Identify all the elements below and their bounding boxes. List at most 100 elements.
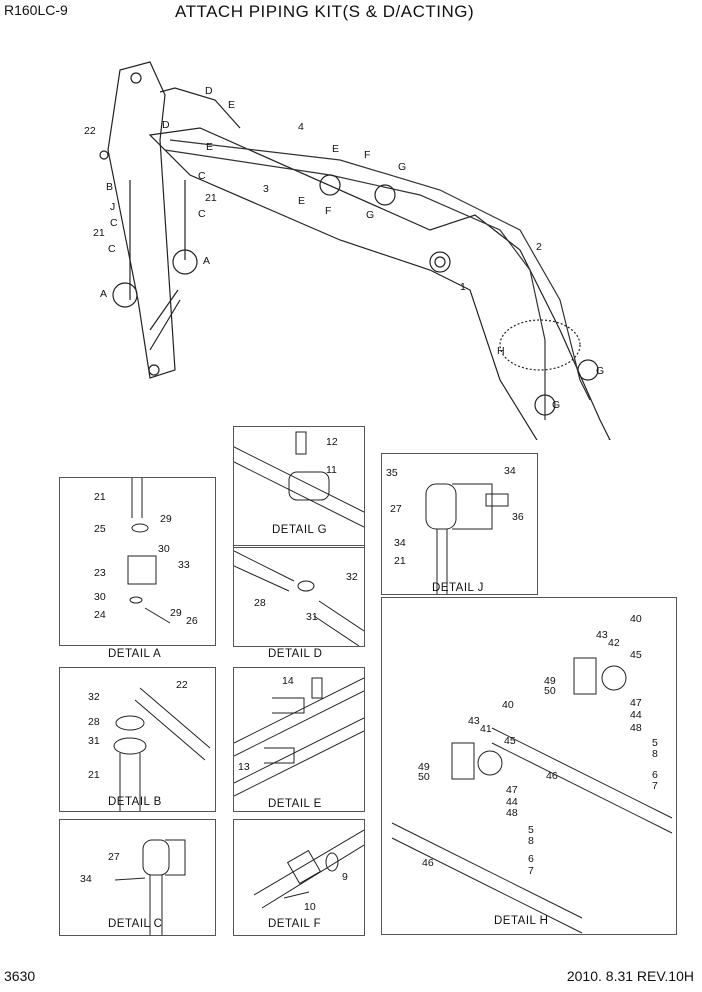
callout: 34	[504, 465, 516, 477]
callout: E	[332, 143, 339, 155]
callout: 50	[544, 685, 556, 697]
callout: 6	[652, 769, 658, 781]
callout: 1	[460, 281, 466, 293]
callout: C	[108, 243, 116, 255]
detail-j-caption: DETAIL J	[432, 582, 484, 594]
callout: 2	[536, 241, 542, 253]
callout: 50	[418, 771, 430, 783]
callout: G	[596, 365, 604, 377]
main-assembly-drawing: D E 22 4 D E E F G B C 3 E F G J 21 C C …	[84, 61, 611, 440]
callout: 30	[158, 543, 170, 555]
detail-c-panel: 27 34 DETAIL C	[59, 819, 216, 936]
callout: 49	[544, 675, 556, 687]
callout: 46	[422, 857, 434, 869]
page-number: 3630	[4, 968, 36, 984]
callout: 7	[528, 865, 534, 877]
callout: 8	[652, 748, 658, 760]
callout: 40	[630, 613, 642, 625]
callout: 27	[390, 503, 402, 515]
detail-a-caption: DETAIL A	[108, 648, 162, 660]
boom-outline	[148, 127, 611, 440]
detail-c-drawing: 27 34	[80, 839, 186, 935]
detail-j-drawing: 35 34 27 36 34 21	[386, 465, 524, 594]
callout: 21	[205, 192, 217, 204]
revision-date: 2010. 8.31 REV.10H	[566, 968, 694, 984]
main-callouts: D E 22 4 D E E F G B C 3 E F G J 21 C C …	[84, 85, 604, 411]
callout: C	[198, 208, 206, 220]
callout: 9	[342, 871, 348, 883]
callout: F	[364, 149, 370, 161]
callout: 48	[506, 807, 518, 819]
detail-h-caption: DETAIL H	[494, 915, 549, 927]
detail-e-caption: DETAIL E	[268, 798, 322, 810]
callout: 21	[394, 555, 406, 567]
callout: 5	[528, 824, 534, 836]
detail-f-drawing: 9 10	[253, 829, 365, 913]
callout: 11	[326, 464, 337, 476]
detail-e-drawing: 14 13	[233, 675, 365, 797]
callout: J	[110, 201, 115, 213]
detail-h-drawing: 40 43 42 45 49 50 47 44 48 40 43 41 45 5…	[391, 613, 673, 934]
model-number: R160LC-9	[4, 2, 68, 18]
detail-h-panel: 40 43 42 45 49 50 47 44 48 40 43 41 45 5…	[381, 597, 677, 935]
page-title: ATTACH PIPING KIT(S & D/ACTING)	[175, 2, 475, 21]
callout: 31	[88, 735, 100, 747]
callout: 47	[506, 784, 518, 796]
callout: 22	[176, 679, 188, 691]
callout: 21	[94, 491, 106, 503]
callout: 24	[94, 609, 106, 621]
detail-b-caption: DETAIL B	[108, 796, 162, 808]
callout: 30	[94, 591, 106, 603]
callout: 44	[506, 796, 518, 808]
callout: 28	[254, 597, 266, 609]
pipe-line	[169, 139, 591, 401]
callout: 10	[304, 901, 316, 913]
callout: 48	[630, 722, 642, 734]
callout: 47	[630, 697, 642, 709]
callout: B	[106, 181, 113, 193]
pipe-line	[164, 149, 546, 420]
callout: 44	[630, 709, 642, 721]
callout: 34	[80, 873, 92, 885]
callout: A	[100, 288, 107, 300]
callout: 21	[93, 227, 105, 239]
callout: 35	[386, 467, 398, 479]
callout: 3	[263, 183, 269, 195]
detail-a-drawing: 21 29 25 30 23 33 30 29 24 26	[94, 478, 198, 627]
callout: 32	[346, 571, 358, 583]
callout: E	[206, 141, 213, 153]
callout: 42	[608, 637, 620, 649]
callout: 4	[298, 121, 304, 133]
callout: 34	[394, 537, 406, 549]
callout: 29	[170, 607, 182, 619]
detail-b-drawing: 32 22 28 31 21	[88, 679, 211, 811]
callout: 12	[326, 436, 338, 448]
callout: C	[110, 217, 118, 229]
callout: A	[203, 255, 210, 267]
callout: 49	[418, 761, 430, 773]
detail-d-drawing: 32 28 31	[233, 550, 365, 647]
detail-b-panel: 32 22 28 31 21 DETAIL B	[59, 667, 216, 812]
detail-c-caption: DETAIL C	[108, 918, 163, 930]
callout: 29	[160, 513, 172, 525]
callout: 23	[94, 567, 106, 579]
callout: 41	[480, 723, 492, 735]
callout: 40	[502, 699, 514, 711]
callout: 14	[282, 675, 294, 687]
detail-d-caption: DETAIL D	[268, 648, 323, 660]
callout: F	[325, 205, 331, 217]
detail-d-panel: 32 28 31 DETAIL D	[233, 545, 365, 660]
callout: 27	[108, 851, 120, 863]
detail-j-panel: 35 34 27 36 34 21 DETAIL J	[381, 453, 538, 595]
callout: 31	[306, 611, 318, 623]
callout: 8	[528, 835, 534, 847]
callout: D	[205, 85, 213, 97]
callout: 13	[238, 761, 250, 773]
callout: G	[552, 399, 560, 411]
callout: 25	[94, 523, 106, 535]
detail-g-caption: DETAIL G	[272, 524, 328, 536]
callout: 6	[528, 853, 534, 865]
callout: 36	[512, 511, 524, 523]
detail-g-panel: 12 11 DETAIL G	[233, 426, 365, 548]
callout: 45	[504, 735, 516, 747]
